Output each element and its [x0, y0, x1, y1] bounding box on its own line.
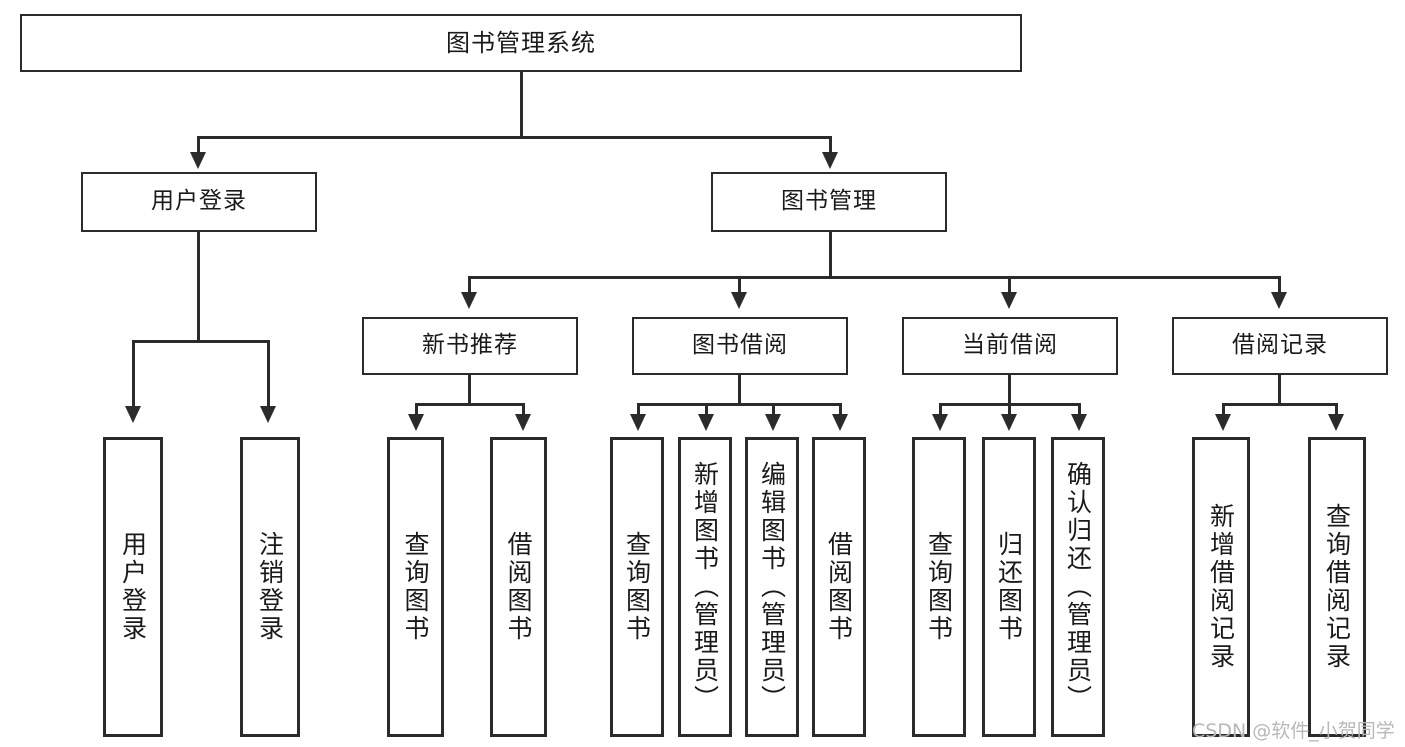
arrowhead-nbr-leaf-2 — [515, 414, 531, 431]
leaf-bb-borrow-book[interactable]: 借阅图书 — [812, 437, 866, 737]
connector-nbr-stem — [468, 375, 471, 405]
arrowhead-bb-leaf-3 — [765, 414, 781, 431]
connector-nbr-drop-1 — [415, 403, 418, 419]
connector-root-drop-1 — [197, 136, 200, 158]
arrowhead-to-current-borrow — [1001, 292, 1017, 309]
node-label: 当前借阅 — [962, 332, 1058, 359]
node-label: 归还图书 — [994, 531, 1024, 643]
node-label: 用户登录 — [118, 531, 148, 643]
node-label: 用户登录 — [151, 188, 247, 215]
node-label: 图书借阅 — [692, 332, 788, 359]
connector-br-drop-2 — [1335, 403, 1338, 419]
node-label: 图书管理 — [781, 188, 877, 215]
connector-bb-drop-1 — [637, 403, 640, 419]
node-book-management[interactable]: 图书管理 — [711, 172, 947, 232]
arrowhead-br-leaf-2 — [1328, 414, 1344, 431]
arrowhead-cb-leaf-1 — [932, 414, 948, 431]
node-label: 借阅图书 — [824, 531, 854, 643]
connector-nbr-drop-2 — [522, 403, 525, 419]
leaf-cb-confirm-return-admin[interactable]: 确认归还（管理员） — [1051, 437, 1105, 737]
connector-bb-drop-2 — [705, 403, 708, 419]
leaf-br-query-record[interactable]: 查询借阅记录 — [1308, 437, 1366, 737]
node-label: 借阅记录 — [1232, 332, 1328, 359]
arrowhead-to-user-login-leaf — [125, 406, 141, 423]
leaf-bb-edit-book-admin[interactable]: 编辑图书（管理员） — [745, 437, 799, 737]
connector-cb-stem — [1008, 375, 1011, 405]
connector-cb-drop-1 — [939, 403, 942, 419]
connector-user-login-stem — [197, 232, 200, 342]
node-current-borrow[interactable]: 当前借阅 — [902, 317, 1118, 375]
leaf-nbr-query-book[interactable]: 查询图书 — [387, 437, 444, 737]
connector-book-management-stem — [829, 232, 832, 278]
arrowhead-br-leaf-1 — [1215, 414, 1231, 431]
connector-bm-drop-3 — [1008, 276, 1011, 298]
arrowhead-root-to-book-management — [822, 152, 838, 169]
node-label: 编辑图书（管理员） — [757, 461, 787, 713]
leaf-cb-query-book[interactable]: 查询图书 — [912, 437, 966, 737]
node-label: 图书管理系统 — [446, 28, 596, 57]
node-label: 借阅图书 — [504, 531, 533, 643]
arrowhead-nbr-leaf-1 — [408, 414, 424, 431]
node-label: 查询图书 — [622, 531, 652, 643]
node-book-borrow[interactable]: 图书借阅 — [632, 317, 848, 375]
connector-br-bus — [1223, 403, 1337, 406]
arrowhead-bb-leaf-1 — [630, 414, 646, 431]
node-label: 查询借阅记录 — [1322, 503, 1352, 671]
arrowhead-bb-leaf-4 — [832, 414, 848, 431]
node-label: 确认归还（管理员） — [1063, 461, 1093, 713]
leaf-bb-add-book-admin[interactable]: 新增图书（管理员） — [678, 437, 732, 737]
leaf-bb-query-book[interactable]: 查询图书 — [610, 437, 664, 737]
connector-root-stem — [520, 72, 523, 138]
node-label: 查询图书 — [924, 531, 954, 643]
arrowhead-bb-leaf-2 — [698, 414, 714, 431]
node-borrow-record[interactable]: 借阅记录 — [1172, 317, 1388, 375]
leaf-cb-return-book[interactable]: 归还图书 — [982, 437, 1036, 737]
leaf-br-add-record[interactable]: 新增借阅记录 — [1192, 437, 1250, 737]
connector-user-login-drop-2 — [267, 340, 270, 412]
connector-bm-drop-4 — [1278, 276, 1281, 298]
node-label: 新增图书（管理员） — [690, 461, 720, 713]
connector-root-bus — [198, 136, 832, 139]
node-label: 新增借阅记录 — [1206, 503, 1236, 671]
connector-bb-stem — [738, 375, 741, 405]
arrowhead-to-book-borrow — [731, 292, 747, 309]
connector-bm-drop-2 — [738, 276, 741, 298]
arrowhead-to-borrow-record — [1271, 292, 1287, 309]
connector-root-drop-2 — [829, 136, 832, 158]
connector-cb-drop-2 — [1008, 403, 1011, 419]
connector-bm-drop-1 — [468, 276, 471, 298]
node-label: 注销登录 — [255, 531, 285, 643]
leaf-user-login[interactable]: 用户登录 — [103, 437, 163, 737]
connector-bb-drop-4 — [839, 403, 842, 419]
connector-br-stem — [1278, 375, 1281, 405]
arrowhead-cb-leaf-2 — [1001, 414, 1017, 431]
connector-user-login-drop-1 — [132, 340, 135, 412]
node-user-login[interactable]: 用户登录 — [81, 172, 317, 232]
node-label: 查询图书 — [401, 531, 430, 643]
connector-user-login-bus — [133, 340, 269, 343]
connector-br-drop-1 — [1222, 403, 1225, 419]
connector-cb-drop-3 — [1078, 403, 1081, 419]
node-label: 新书推荐 — [422, 332, 518, 359]
arrowhead-to-logout-leaf — [260, 406, 276, 423]
connector-bb-bus — [638, 403, 841, 406]
leaf-logout[interactable]: 注销登录 — [240, 437, 300, 737]
node-root-book-management-system[interactable]: 图书管理系统 — [20, 14, 1022, 72]
node-new-book-recommend[interactable]: 新书推荐 — [362, 317, 578, 375]
arrowhead-to-new-book-recommend — [461, 292, 477, 309]
connector-bb-drop-3 — [772, 403, 775, 419]
arrowhead-root-to-user-login — [190, 152, 206, 169]
connector-nbr-bus — [416, 403, 524, 406]
connector-book-management-bus — [469, 276, 1281, 279]
leaf-nbr-borrow-book[interactable]: 借阅图书 — [490, 437, 547, 737]
arrowhead-cb-leaf-3 — [1071, 414, 1087, 431]
